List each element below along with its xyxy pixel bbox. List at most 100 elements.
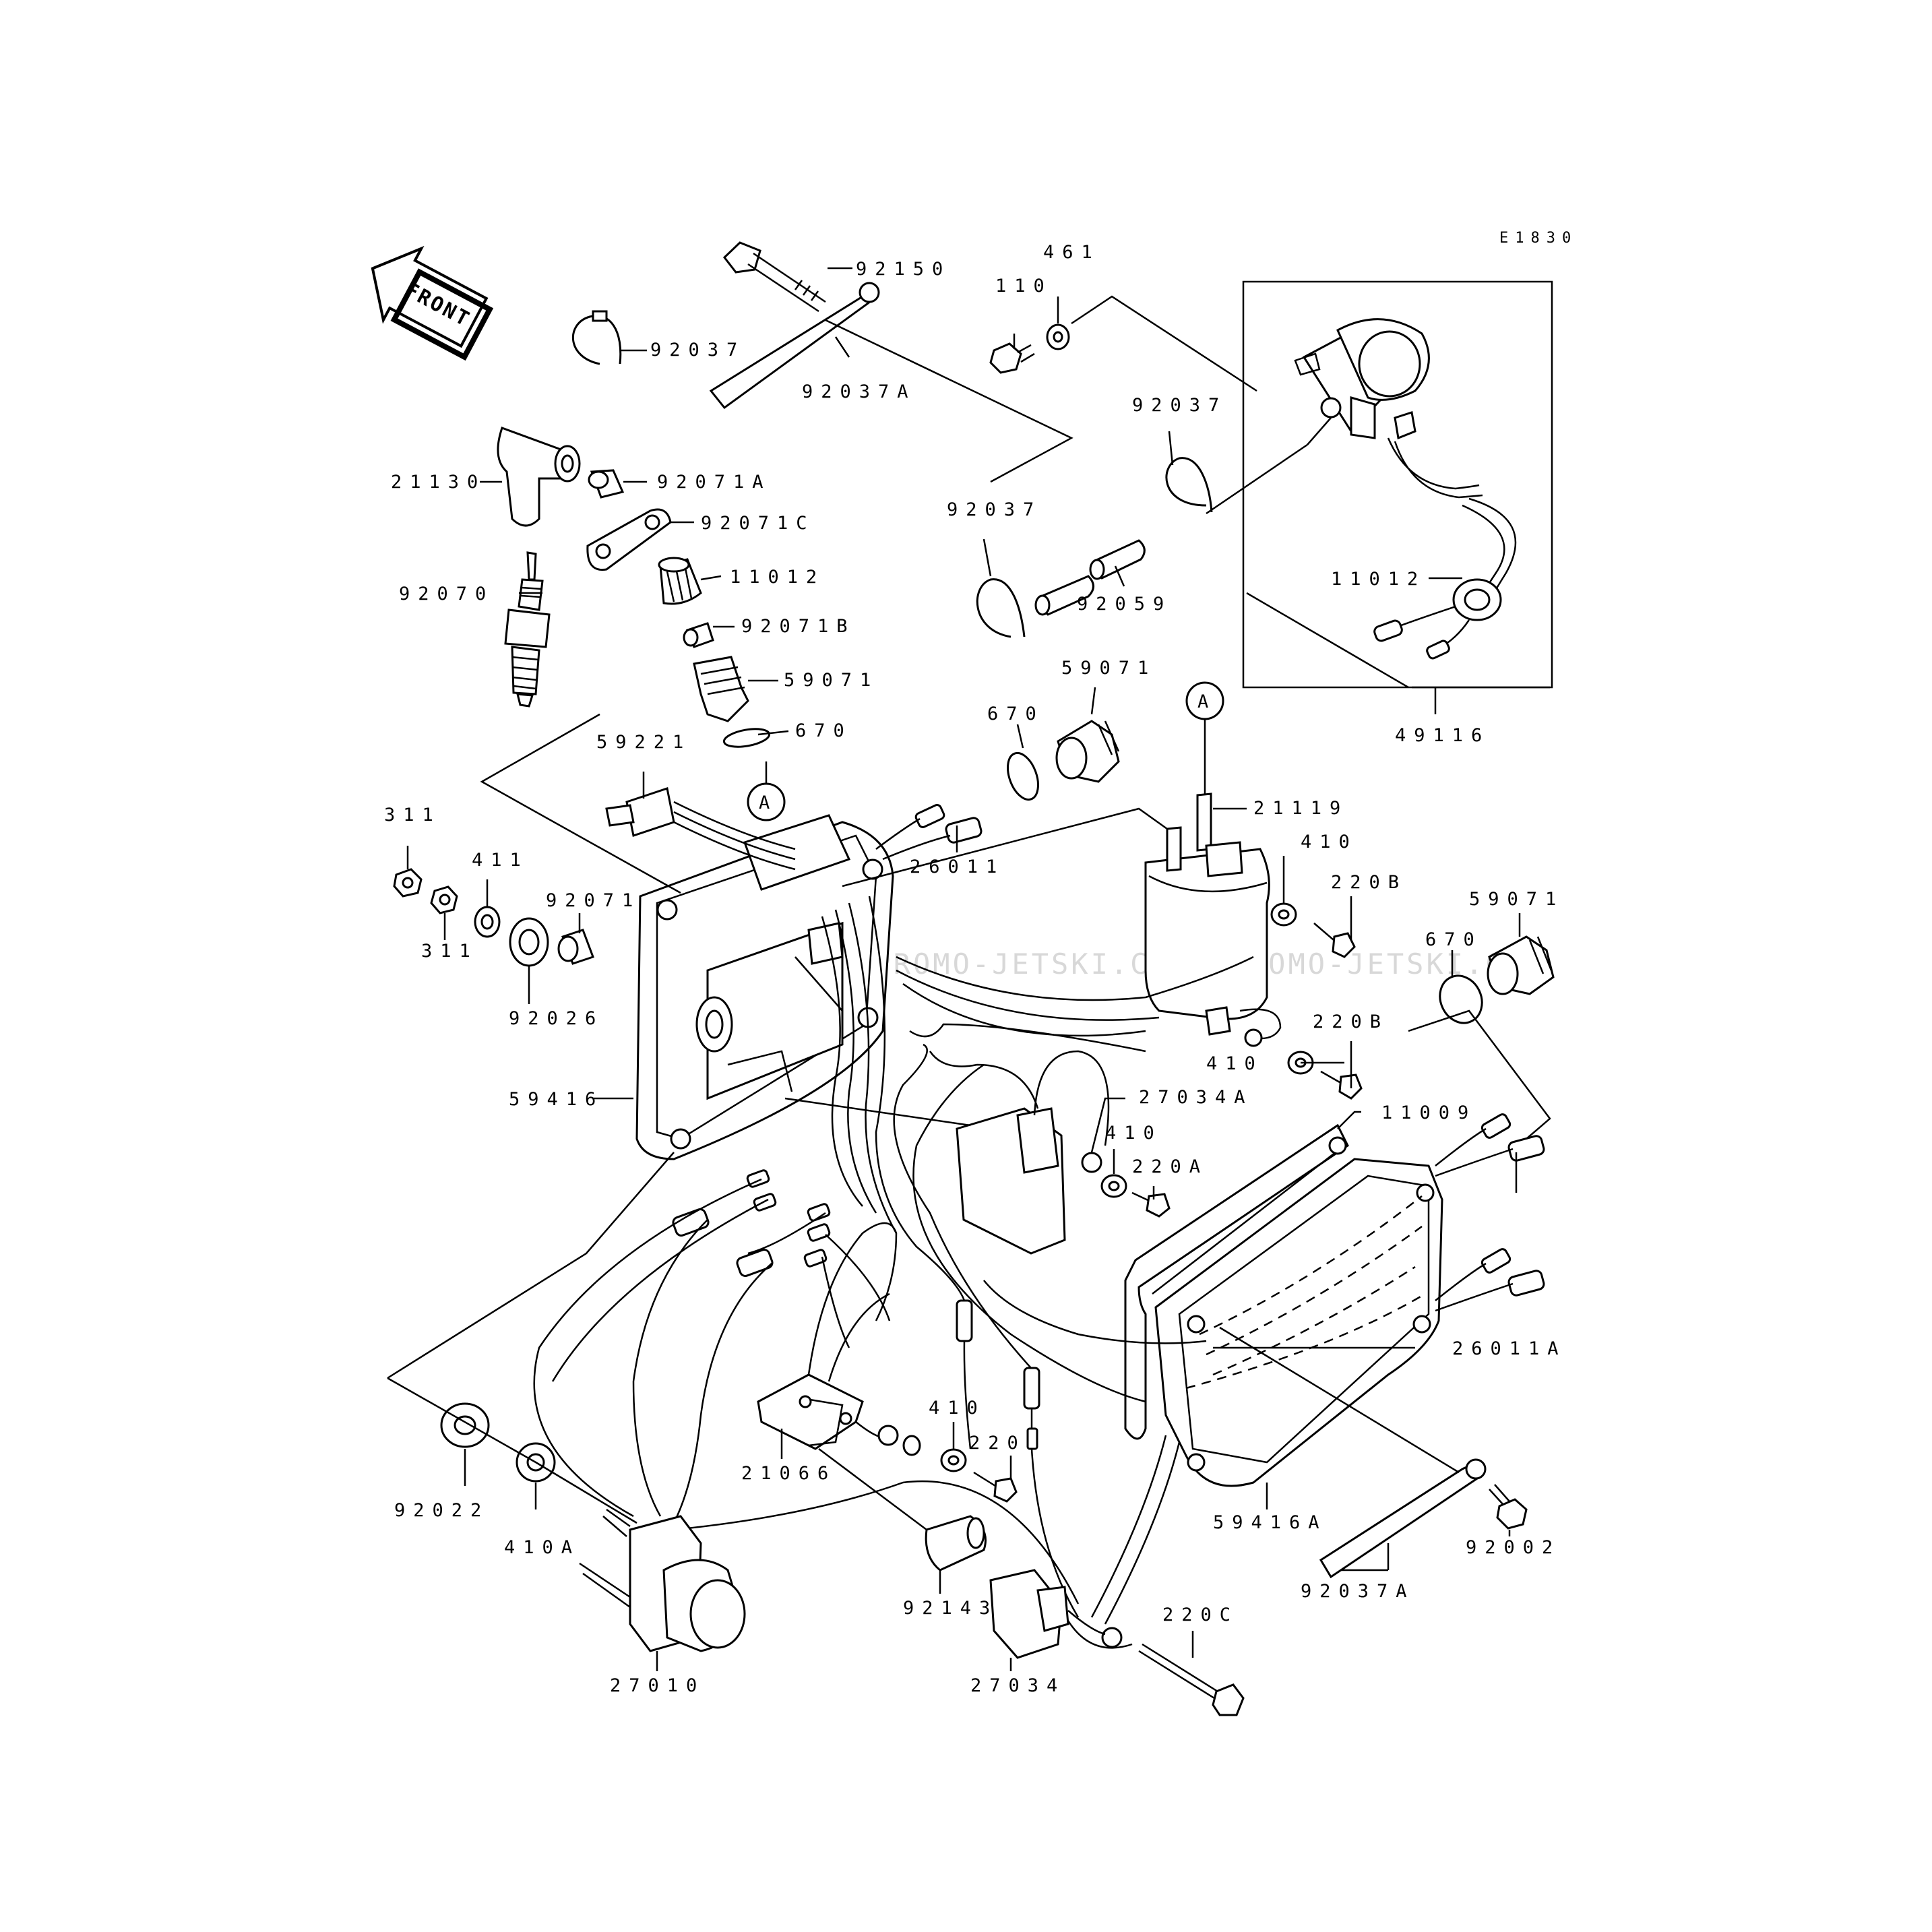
nut-311-top	[393, 868, 423, 898]
label-92071C: 92071C	[701, 513, 815, 534]
fitting-59071-right	[1487, 935, 1555, 995]
svg-text:A: A	[1197, 691, 1208, 712]
assembly-box-49116	[1242, 280, 1553, 689]
label-21119: 21119	[1253, 798, 1348, 819]
strap-92037A-bottom	[1319, 1458, 1487, 1579]
label-92071B: 92071B	[741, 616, 856, 637]
label-27034A: 27034A	[1139, 1087, 1253, 1108]
front-arrow-icon: FRONT	[371, 245, 494, 361]
oring-670-left	[722, 728, 771, 748]
regulator-27034	[989, 1569, 1133, 1659]
bolt-92002	[1489, 1484, 1528, 1530]
label-110: 110	[995, 276, 1053, 297]
bolt-220C	[1138, 1643, 1245, 1716]
bolt-92150	[722, 241, 826, 313]
label-410-c: 410	[1105, 1123, 1162, 1144]
connector-26011	[875, 804, 983, 861]
plate-92071C	[586, 508, 672, 571]
washer-92022	[440, 1402, 490, 1448]
bolt-220B-b	[1320, 1070, 1363, 1100]
label-92071: 92071	[546, 890, 641, 911]
label-92037-top: 92037	[650, 340, 745, 361]
grommet-92071A	[588, 469, 625, 499]
plug-cap-21130	[497, 427, 581, 527]
label-27034: 27034	[970, 1675, 1065, 1696]
sensor-unit-49116	[1294, 318, 1517, 660]
connector-26011A	[1435, 1113, 1545, 1312]
callout-a-left: A	[747, 761, 786, 821]
label-92059: 92059	[1077, 594, 1172, 615]
sleeve-92143	[925, 1515, 987, 1571]
label-92037A-top: 92037A	[802, 381, 916, 402]
label-311-top: 311	[384, 805, 441, 825]
label-11012-right: 11012	[1331, 569, 1426, 590]
hose-92059	[1034, 539, 1146, 616]
label-410-a: 410	[1301, 832, 1358, 852]
bolt-220B-a	[1313, 923, 1356, 958]
band-92037-mid	[1165, 457, 1213, 513]
label-11009: 11009	[1381, 1102, 1476, 1123]
grommet-92071B	[683, 622, 714, 648]
label-220A: 220A	[1132, 1156, 1208, 1177]
band-92037-left	[976, 578, 1026, 638]
label-670-left: 670	[795, 720, 852, 741]
label-92037-mid: 92037	[1132, 395, 1227, 416]
label-410-d: 410	[929, 1398, 986, 1419]
label-220: 220	[969, 1433, 1026, 1454]
callout-a-right: A	[1185, 681, 1224, 795]
washer-461	[1046, 323, 1070, 350]
label-92143: 92143	[903, 1598, 998, 1619]
oring-670-mid	[1007, 751, 1039, 801]
label-59071-right: 59071	[1469, 889, 1564, 910]
oring-670-right	[1439, 974, 1483, 1024]
label-220B-b: 220B	[1313, 1011, 1389, 1032]
bolt-220	[973, 1471, 1018, 1503]
washer-410-d	[940, 1448, 967, 1472]
part-labels: 92150 92037 92037A 461 110 92037 92037 9…	[384, 242, 1564, 1696]
cdi-box-59416	[635, 814, 894, 1160]
label-410-b: 410	[1206, 1053, 1264, 1074]
label-92022: 92022	[394, 1500, 489, 1521]
label-59221: 59221	[596, 732, 691, 753]
washer-410-c	[1100, 1174, 1127, 1198]
label-59416A: 59416A	[1213, 1512, 1328, 1533]
leader-lines	[406, 267, 1521, 1671]
label-670-right: 670	[1425, 929, 1483, 950]
label-11012-left: 11012	[730, 567, 825, 588]
label-220B-a: 220B	[1331, 872, 1407, 893]
strap-92037A-top	[709, 282, 880, 410]
solenoid-27010	[579, 1508, 746, 1652]
label-461: 461	[1043, 242, 1100, 263]
grommet-92071	[557, 929, 594, 965]
label-59071-left: 59071	[784, 670, 879, 691]
diagram-code: E1830	[1499, 230, 1578, 247]
bolt-110	[989, 342, 1035, 374]
label-92037A-bottom: 92037A	[1301, 1581, 1415, 1602]
label-21066: 21066	[741, 1463, 836, 1484]
terminal-ring	[902, 1435, 921, 1456]
label-59071-mid: 59071	[1061, 658, 1156, 679]
washer-410-a	[1270, 902, 1297, 927]
label-311-bottom: 311	[421, 941, 478, 962]
band-92037-top	[572, 310, 622, 365]
fitting-59071-mid	[1055, 720, 1120, 783]
label-49116: 49116	[1395, 725, 1490, 746]
label-59416: 59416	[509, 1089, 604, 1110]
spark-plug-92070	[504, 551, 551, 708]
gasket-11009	[1124, 1123, 1349, 1440]
coil-21119	[1144, 792, 1282, 1047]
label-27010: 27010	[610, 1675, 705, 1696]
label-26011: 26011	[910, 856, 1005, 877]
label-92002: 92002	[1466, 1537, 1561, 1558]
svg-text:A: A	[759, 792, 770, 813]
label-92026: 92026	[509, 1008, 604, 1029]
label-410A: 410A	[504, 1537, 580, 1558]
nut-311-bottom	[430, 885, 458, 914]
fitting-59071-left	[693, 656, 749, 722]
label-92150: 92150	[856, 259, 951, 280]
label-92037-left: 92037	[947, 499, 1042, 520]
grommet-92026	[509, 917, 549, 967]
washer-411	[474, 906, 501, 938]
bolt-220A	[1131, 1191, 1171, 1218]
